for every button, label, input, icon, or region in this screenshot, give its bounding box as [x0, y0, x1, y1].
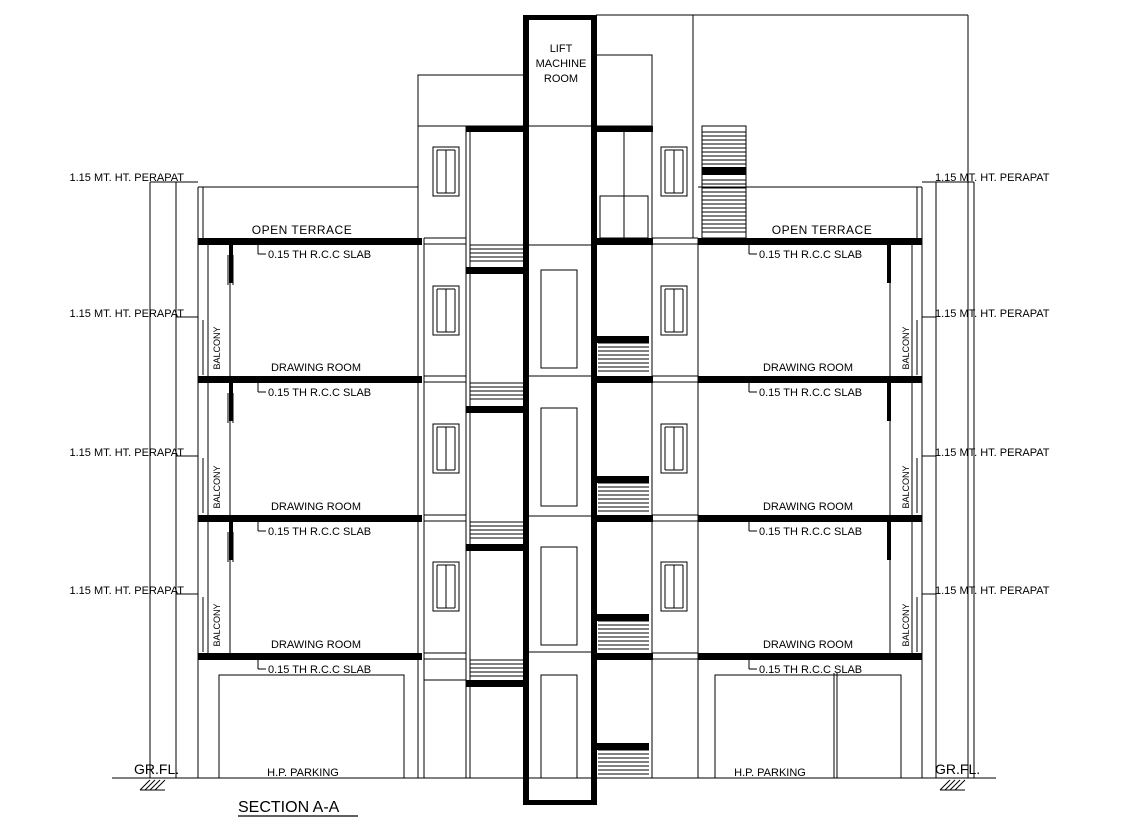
floor-slab-left: [198, 238, 422, 245]
stair-flight-top: [701, 125, 747, 239]
parapet-label-right-3: 1.15 MT. HT. PERAPAT: [935, 308, 1050, 320]
floor-slab-core: [596, 376, 653, 383]
stair-landing-left: [466, 406, 525, 413]
lift-door: [540, 674, 578, 779]
ground-label-right: GR.FL.: [935, 761, 980, 777]
slab-label-right-4: 0.15 TH R.C.C SLAB: [759, 249, 862, 261]
ground-hatch: [954, 779, 966, 791]
column-right: [887, 383, 891, 421]
slab-label-left-1: 0.15 TH R.C.C SLAB: [268, 664, 371, 676]
lift-door: [540, 269, 578, 369]
drawing-room-right-1: DRAWING ROOM: [763, 639, 853, 651]
parapet-label-left-1: 1.15 MT. HT. PERAPAT: [69, 585, 184, 597]
parking-opening-left: [218, 674, 405, 779]
parking-left: H.P. PARKING: [267, 767, 339, 779]
ground-hatch: [154, 779, 166, 791]
slab-label-left-4: 0.15 TH R.C.C SLAB: [268, 249, 371, 261]
ground-label-left: GR.FL.: [134, 761, 179, 777]
lift-shaft-top: [523, 15, 597, 20]
drawing-room-right-2: DRAWING ROOM: [763, 501, 853, 513]
balcony-left-3: BALCONY: [212, 326, 222, 369]
parking-right: H.P. PARKING: [734, 767, 806, 779]
lift-shaft-left-wall: [523, 15, 529, 805]
balcony-left-2: BALCONY: [212, 465, 222, 508]
lift-door: [540, 546, 578, 646]
floor-slab-left: [198, 376, 422, 383]
drawing-room-left-2: DRAWING ROOM: [271, 501, 361, 513]
open-terrace-right: OPEN TERRACE: [772, 223, 872, 237]
stair-landing-left: [466, 267, 525, 274]
stair-landing-left: [466, 680, 525, 687]
stair-tower-cap-right: [595, 54, 653, 127]
floor-slab-left: [198, 515, 422, 522]
floor-slab-left: [198, 653, 422, 660]
section-title: SECTION A-A: [238, 799, 340, 816]
column-left: [229, 383, 233, 421]
floor-slab-core: [596, 238, 653, 245]
slab-label-right-3: 0.15 TH R.C.C SLAB: [759, 387, 862, 399]
parapet-label-left-2: 1.15 MT. HT. PERAPAT: [69, 447, 184, 459]
slab-label-right-1: 0.15 TH R.C.C SLAB: [759, 664, 862, 676]
stair-landing-top: [702, 167, 746, 175]
ground-hatch: [144, 779, 156, 791]
stair-landing-left: [466, 544, 525, 551]
slab-label-right-2: 0.15 TH R.C.C SLAB: [759, 526, 862, 538]
floor-slab-core: [596, 515, 653, 522]
lift-label-line3: ROOM: [544, 73, 578, 85]
window: [660, 561, 688, 612]
ground-hatch: [949, 779, 961, 791]
slab-label-left-2: 0.15 TH R.C.C SLAB: [268, 526, 371, 538]
parking-opening-right: [714, 674, 902, 779]
window: [660, 423, 688, 474]
lift-shaft-right-wall: [591, 15, 597, 805]
balcony-left-1: BALCONY: [212, 603, 222, 646]
stair-tower-cap-left: [417, 74, 526, 127]
lift-shaft-bottom: [523, 800, 597, 805]
window: [432, 146, 460, 197]
drawing-room-left-1: DRAWING ROOM: [271, 639, 361, 651]
open-terrace-left: OPEN TERRACE: [252, 223, 352, 237]
window: [432, 561, 460, 612]
stair-landing-right: [596, 476, 649, 483]
floor-slab-right: [698, 515, 922, 522]
slab-label-left-3: 0.15 TH R.C.C SLAB: [268, 387, 371, 399]
parapet-label-left-3: 1.15 MT. HT. PERAPAT: [69, 308, 184, 320]
ground-hatch: [139, 779, 151, 791]
lift-label-line1: LIFT: [550, 43, 573, 55]
parapet-label-right-2: 1.15 MT. HT. PERAPAT: [935, 447, 1050, 459]
floor-slab-right: [698, 653, 922, 660]
floor-slab-right: [698, 376, 922, 383]
column-right: [887, 245, 891, 283]
parapet-label-left-top: 1.15 MT. HT. PERAPAT: [69, 172, 184, 184]
column-left: [229, 522, 233, 560]
parapet-label-right-1: 1.15 MT. HT. PERAPAT: [935, 585, 1050, 597]
core-beam: [597, 126, 653, 132]
stair-landing-right: [596, 614, 649, 621]
lift-label-line2: MACHINE: [536, 58, 587, 70]
ground-hatch: [939, 779, 951, 791]
building-outline: [112, 14, 996, 791]
balcony-right-3: BALCONY: [901, 326, 911, 369]
core-beam: [466, 126, 525, 132]
column-right: [887, 522, 891, 560]
window: [660, 146, 688, 197]
ground-hatch: [149, 779, 161, 791]
stair-landing-right: [596, 743, 649, 750]
window: [432, 285, 460, 336]
drawing-room-right-3: DRAWING ROOM: [763, 362, 853, 374]
parapet-label-right-top: 1.15 MT. HT. PERAPAT: [935, 172, 1050, 184]
slabs-and-beams: [198, 15, 922, 805]
ground-hatch: [944, 779, 956, 791]
balcony-right-1: BALCONY: [901, 603, 911, 646]
floor-slab-core: [596, 653, 653, 660]
floor-slab-right: [698, 238, 922, 245]
balcony-right-2: BALCONY: [901, 465, 911, 508]
window: [660, 285, 688, 336]
column-left: [229, 245, 233, 283]
lift-door: [540, 407, 578, 507]
drawing-room-left-3: DRAWING ROOM: [271, 362, 361, 374]
stair-landing-right: [596, 336, 649, 343]
window: [432, 423, 460, 474]
